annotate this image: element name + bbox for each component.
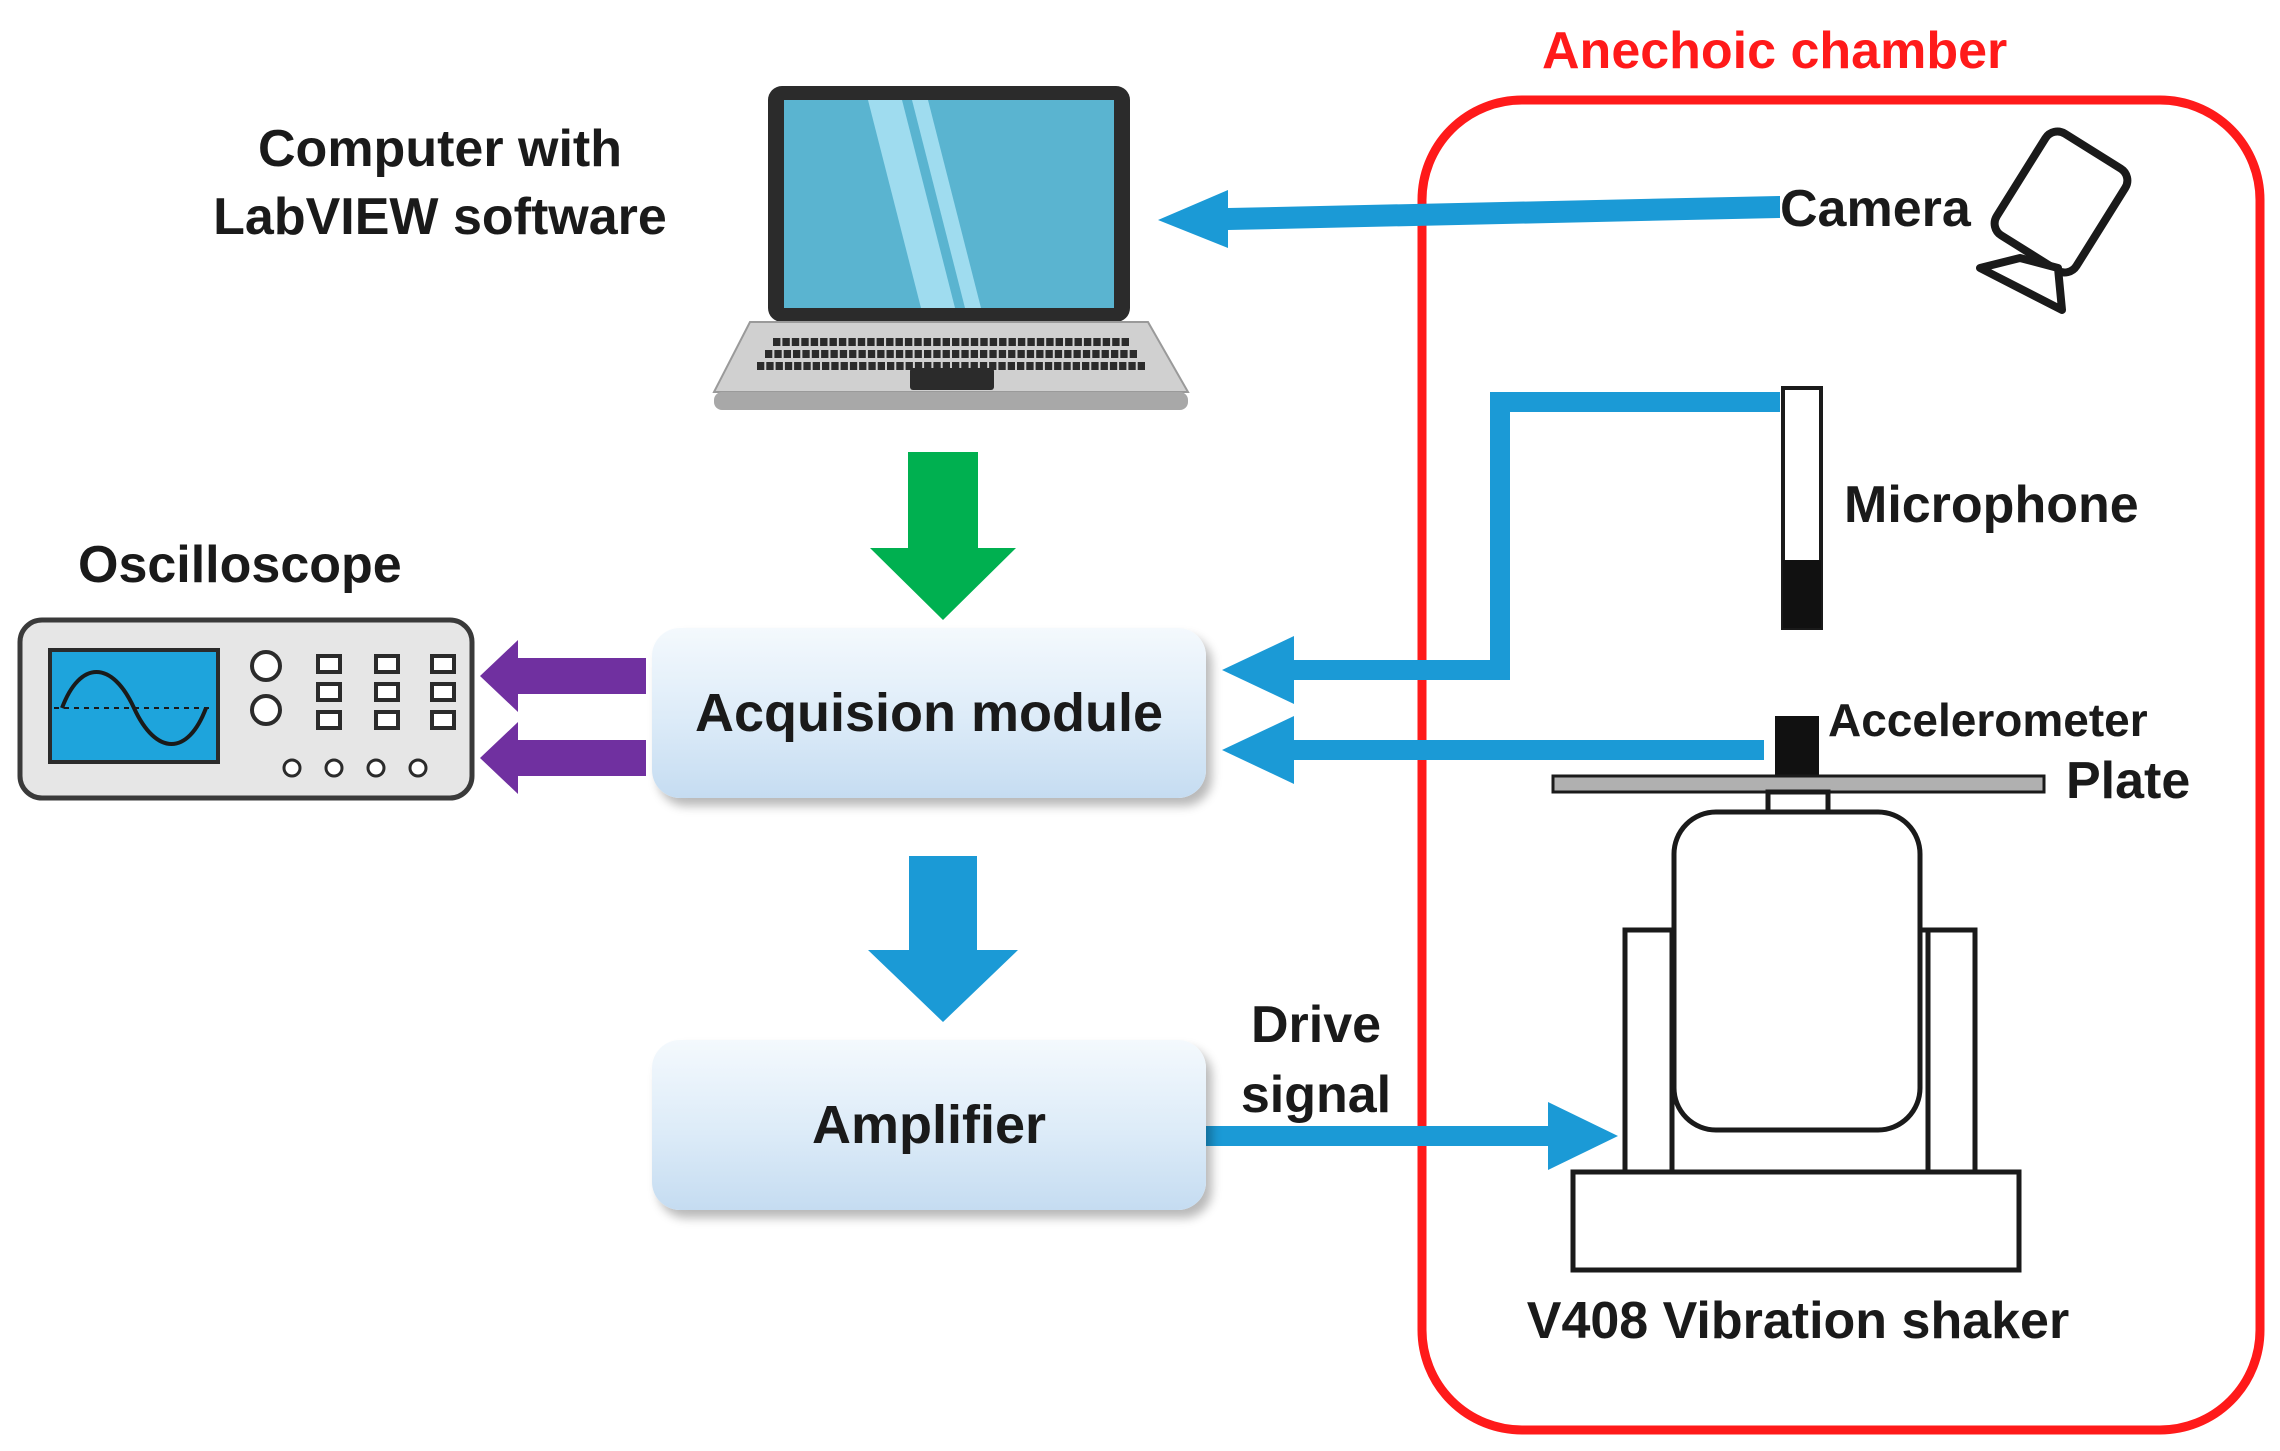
camera-signal-arrow xyxy=(1158,190,1780,248)
oscilloscope-arrow-2 xyxy=(480,722,646,794)
microphone-icon xyxy=(1781,386,1823,630)
microphone-signal-line xyxy=(1290,392,1780,680)
laptop-icon xyxy=(712,86,1190,410)
amplifier-box: Amplifier xyxy=(652,1040,1206,1210)
microphone-signal-arrowhead xyxy=(1222,636,1294,704)
control-arrow-down xyxy=(870,452,1016,620)
microphone-label: Microphone xyxy=(1844,476,2139,534)
drive-signal-label-line2: signal xyxy=(1240,1066,1392,1124)
computer-label-line2: LabVIEW software xyxy=(213,188,667,246)
vibration-shaker-label: V408 Vibration shaker xyxy=(1526,1292,2070,1350)
camera-icon xyxy=(1976,127,2132,314)
oscilloscope-label: Oscilloscope xyxy=(78,536,402,594)
accelerometer-icon xyxy=(1775,716,1819,776)
drive-signal-arrowhead xyxy=(1548,1102,1618,1170)
anechoic-chamber-label: Anechoic chamber xyxy=(1542,22,2008,80)
computer-label-line1: Computer with xyxy=(258,120,622,178)
acquisition-module-label: Acquision module xyxy=(694,683,1164,743)
accelerometer-signal-arrowhead xyxy=(1222,716,1294,784)
oscilloscope-icon xyxy=(17,617,475,801)
accelerometer-label: Accelerometer xyxy=(1828,694,2148,746)
anechoic-chamber-boundary xyxy=(1417,95,2265,1435)
vibration-shaker-icon xyxy=(1570,789,2022,1273)
amplifier-label: Amplifier xyxy=(811,1095,1047,1155)
plate-label: Plate xyxy=(2066,752,2191,810)
drive-signal-label-line1: Drive xyxy=(1250,996,1382,1054)
camera-label: Camera xyxy=(1780,180,1971,238)
acquisition-module-box: Acquision module xyxy=(652,628,1206,798)
oscilloscope-arrow-1 xyxy=(480,640,646,712)
output-arrow-down xyxy=(868,856,1018,1022)
